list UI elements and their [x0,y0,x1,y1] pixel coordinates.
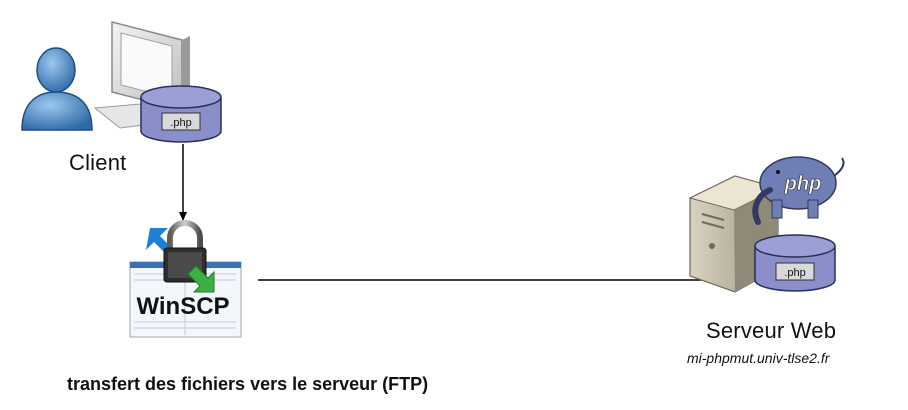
server-file-label: .php [784,267,805,279]
server-database-icon [754,234,836,292]
winscp-logo-icon [129,220,242,338]
client-label: Client [69,150,127,175]
server-label: Serveur Web [706,318,837,343]
client-database-icon [140,85,222,143]
diagram-caption: transfert des fichiers vers le serveur (… [67,374,429,394]
php-logo-text: php [784,173,822,195]
server-hostname: mi-phpmut.univ-tlse2.fr [687,350,830,366]
user-avatar-icon [21,47,93,131]
winscp-label: WinSCP [136,293,229,320]
php-elephant-icon [752,156,845,225]
client-computer-icon [93,21,190,129]
client-file-label: .php [170,117,191,129]
